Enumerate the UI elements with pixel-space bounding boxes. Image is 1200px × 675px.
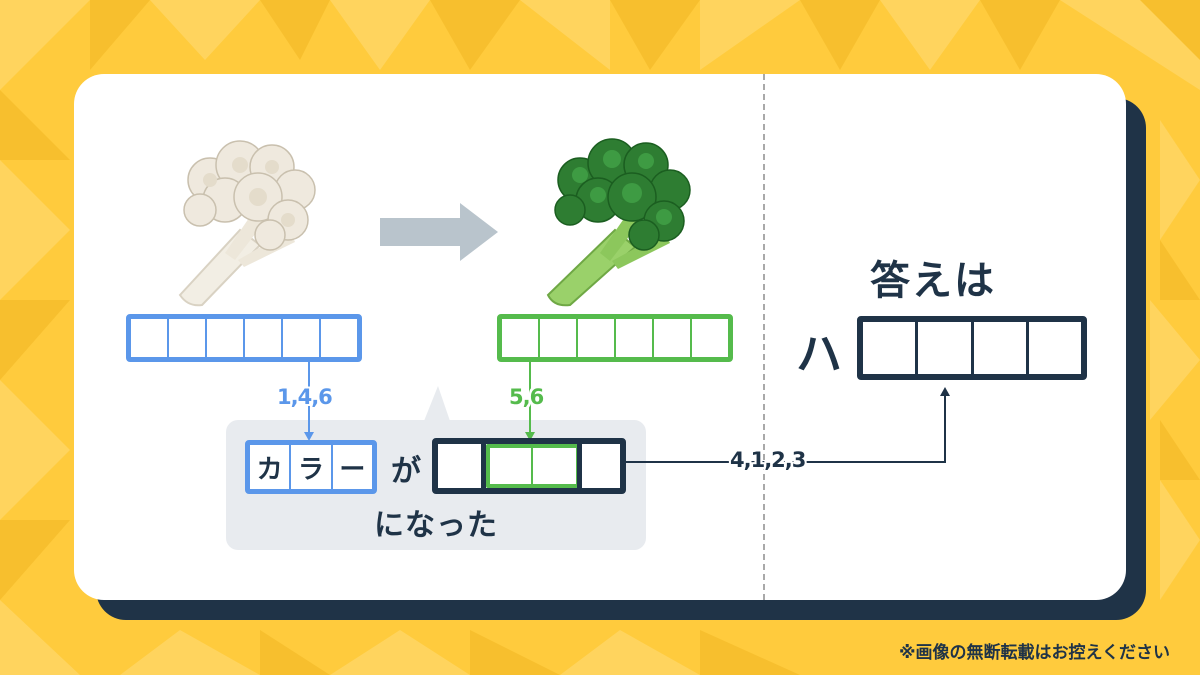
answer-cell (319, 319, 357, 357)
right-arrow-icon (380, 203, 498, 261)
cauliflower-answer-boxes (126, 314, 362, 362)
cell-divider (531, 448, 533, 484)
answer-cell (690, 319, 728, 357)
cell-divider (577, 444, 582, 488)
final-answer-boxes (857, 316, 1087, 380)
cell-divider (481, 444, 486, 488)
answer-cell (652, 319, 690, 357)
answer-cell (205, 319, 243, 357)
blue-number-label: 1,4,6 (277, 385, 333, 409)
color-char: カ (256, 454, 283, 485)
color-char: ー (330, 445, 372, 489)
answer-cell (1025, 322, 1081, 374)
copyright-notice: ※画像の無断転載はお控えください (898, 643, 1170, 663)
answer-cell (502, 319, 538, 357)
answer-cell (281, 319, 319, 357)
answer-cell (538, 319, 576, 357)
answer-cell (167, 319, 205, 357)
green-number-label: 5,6 (509, 385, 544, 409)
green-highlight-cells (486, 444, 580, 488)
answer-title: 答えは (870, 258, 996, 304)
became-text: になった (374, 508, 498, 543)
broccoli-icon (546, 138, 691, 307)
color-word-box: カ ラ ー (245, 440, 377, 494)
answer-cell (970, 322, 1026, 374)
answer-prefix: ハ (796, 327, 842, 381)
answer-cell (915, 322, 970, 374)
particle-ga: が (391, 454, 421, 489)
answer-cell (576, 319, 614, 357)
cauliflower-icon (178, 140, 316, 307)
result-word-boxes (432, 438, 626, 494)
color-char: ラ (289, 445, 330, 489)
answer-cell (614, 319, 652, 357)
answer-cell (131, 319, 167, 357)
answer-cell (863, 322, 915, 374)
answer-cell (243, 319, 281, 357)
answer-number-label: 4,1,2,3 (730, 448, 806, 472)
section-divider (763, 74, 765, 600)
broccoli-answer-boxes (497, 314, 733, 362)
